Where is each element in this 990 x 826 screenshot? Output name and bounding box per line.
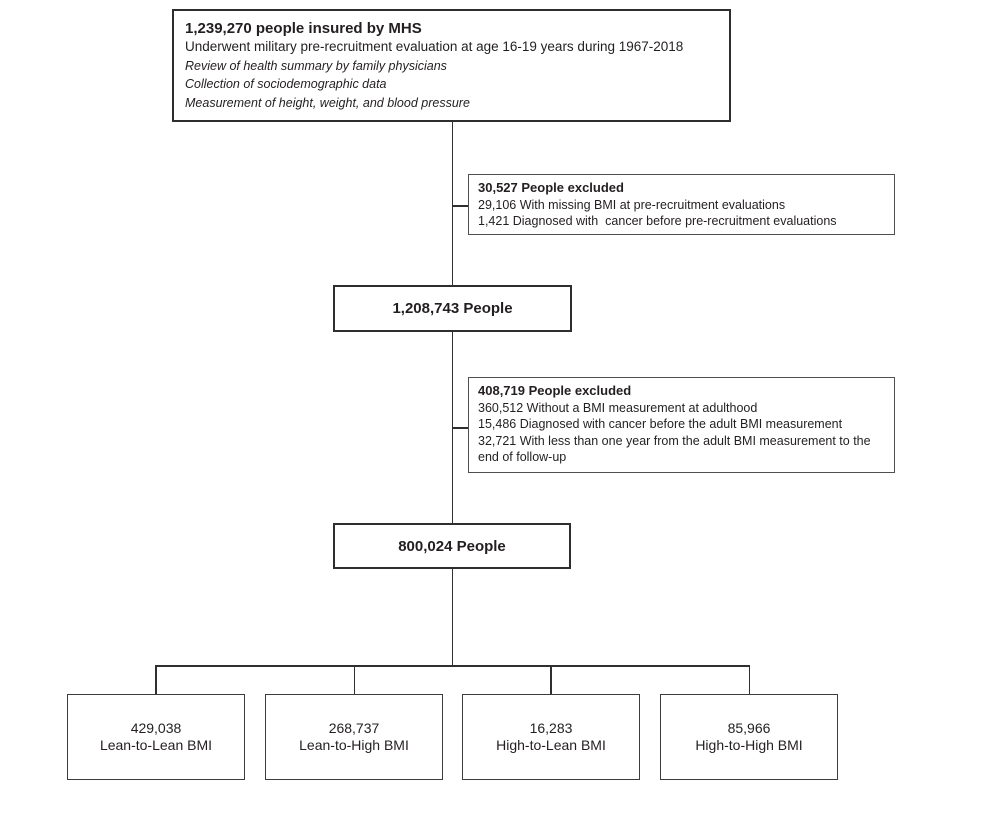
group-1-label: Lean-to-Lean BMI [99,737,213,753]
group-box-lean-to-lean: 429,038 Lean-to-Lean BMI [67,694,245,780]
group-4-count: 85,966 [727,719,771,736]
connector-spine-segment-1 [451,122,453,285]
connector-stub-exclusion-1 [452,205,468,207]
group-4-label: High-to-High BMI [695,737,803,753]
exclusion-1-item-2: 1,421 Diagnosed with cancer before pre-r… [478,214,837,228]
group-box-high-to-lean: 16,283 High-to-Lean BMI [462,694,640,780]
connector-drop-group-4 [748,665,750,695]
source-detail-3: Measurement of height, weight, and blood… [185,95,470,110]
exclusion-2-item-3: 32,721 With less than one year from the … [478,433,875,465]
exclusion-1-title: 30,527 People excluded [478,180,624,195]
connector-drop-group-3 [550,665,552,695]
connector-branch-bar [155,665,749,667]
connector-stub-exclusion-2 [452,427,468,429]
source-population-title: 1,239,270 people insured by MHS [185,20,422,37]
group-box-lean-to-high: 268,737 Lean-to-High BMI [265,694,443,780]
connector-spine-segment-3 [451,569,453,666]
group-2-count: 268,737 [328,719,380,736]
group-3-label: High-to-Lean BMI [496,737,606,753]
source-detail-2: Collection of sociodemographic data [185,77,387,91]
exclusion-box-1: 30,527 People excluded 29,106 With missi… [468,174,895,235]
source-population-box: 1,239,270 people insured by MHS Underwen… [172,9,731,122]
cohort-1-label: 1,208,743 People [392,300,513,317]
exclusion-1-item-1: 29,106 With missing BMI at pre-recruitme… [478,197,786,212]
connector-drop-group-1 [155,665,157,695]
exclusion-box-2: 408,719 People excluded 360,512 Without … [468,377,895,473]
exclusion-2-item-2: 15,486 Diagnosed with cancer before the … [478,417,843,431]
cohort-box-2: 800,024 People [333,523,571,569]
source-detail-1: Review of health summary by family physi… [185,58,447,73]
cohort-2-label: 800,024 People [398,537,506,555]
group-2-label: Lean-to-High BMI [299,737,409,753]
group-1-count: 429,038 [130,719,182,736]
cohort-box-1: 1,208,743 People [333,285,572,332]
group-3-count: 16,283 [529,719,573,736]
source-population-subtitle: Underwent military pre-recruitment evalu… [185,39,684,54]
exclusion-2-title: 408,719 People excluded [478,383,632,398]
exclusion-2-item-1: 360,512 Without a BMI measurement at adu… [478,400,758,415]
group-box-high-to-high: 85,966 High-to-High BMI [660,694,838,780]
connector-drop-group-2 [353,665,355,695]
